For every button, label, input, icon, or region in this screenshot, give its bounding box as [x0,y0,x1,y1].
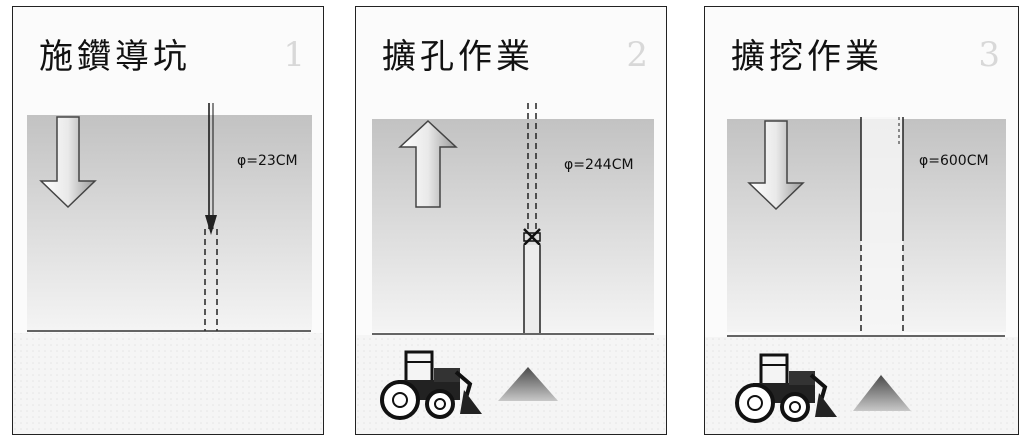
reamed-hole [523,245,541,333]
pilot-hole-outline [204,229,218,331]
spoil-pile-icon [853,375,911,411]
panel-title: 擴孔作業 [382,37,534,77]
drill-rod [205,103,217,235]
pilot-hole-outline [527,103,537,233]
step-number: 3 [978,35,1000,75]
step-number: 2 [626,35,648,75]
pilot-hole-scene: φ=23CM [13,103,323,434]
excavation-scene: φ=600CM [705,117,1018,434]
reamer-head [523,228,541,246]
spoil-pile-icon [498,367,558,401]
diameter-label: φ=23CM [237,153,298,169]
arrow-down-icon [747,120,805,211]
arrow-up-icon [398,119,458,208]
ground-band [13,333,323,434]
panel-reaming: 擴孔作業 2 φ=244CM [355,6,667,435]
panel-pilot-hole: 施鑽導坑 1 φ=23CM [12,6,324,435]
excavated-shaft [860,117,904,335]
front-loader-icon [735,353,837,423]
diameter-label: φ=244CM [564,157,634,173]
arrow-down-icon [39,116,97,209]
panel-excavation: 擴挖作業 3 φ=600CM [704,6,1019,435]
sky-band [372,119,654,332]
panel-title: 擴挖作業 [731,37,883,77]
front-loader-icon [380,350,482,420]
step-number: 1 [283,35,305,75]
panel-title: 施鑽導坑 [39,37,191,77]
reaming-scene: φ=244CM [356,103,666,434]
diameter-label: φ=600CM [919,153,989,169]
